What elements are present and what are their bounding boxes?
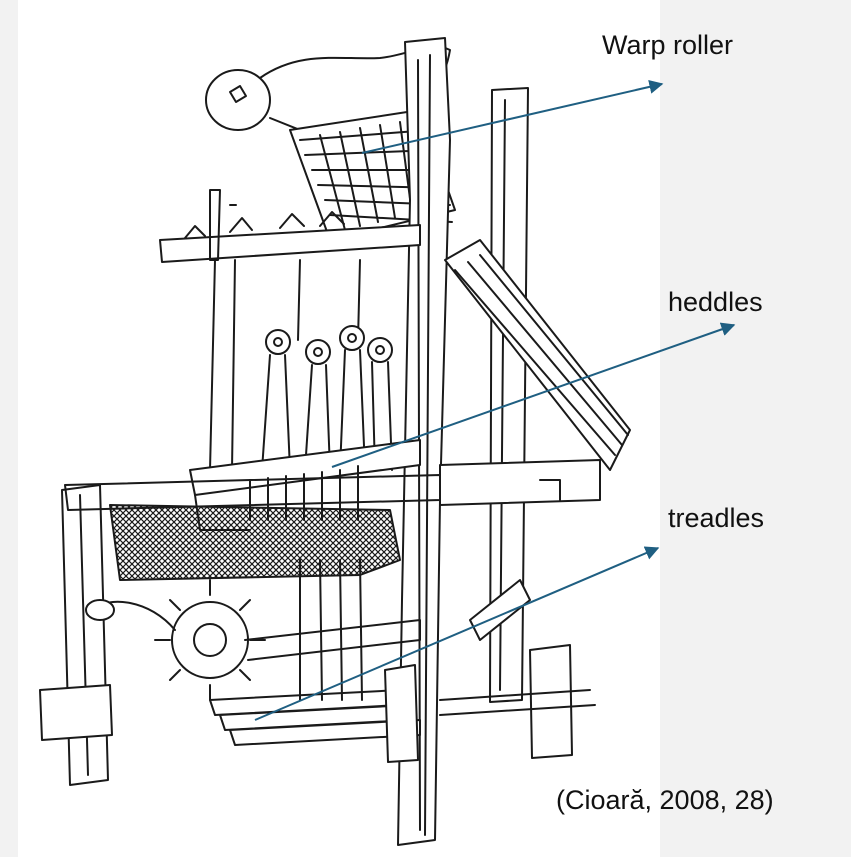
arrow-treadles — [254, 546, 660, 721]
loom-illustration — [39, 37, 631, 846]
crossbar — [159, 189, 421, 263]
label-heddles: heddles — [668, 287, 763, 317]
arrow-heddles — [331, 322, 736, 468]
label-treadles: treadles — [668, 503, 765, 533]
warp-ramp — [444, 239, 631, 471]
arrow-warp-roller — [361, 80, 664, 154]
harness — [209, 259, 393, 471]
citation: (Cioară, 2008, 28) — [556, 785, 774, 815]
woven-cloth — [109, 504, 401, 581]
pointer-arrows — [254, 80, 736, 721]
treadles — [209, 559, 421, 763]
cloth-roller-wheel — [85, 579, 421, 701]
label-warp-roller: Warp roller — [602, 30, 734, 60]
